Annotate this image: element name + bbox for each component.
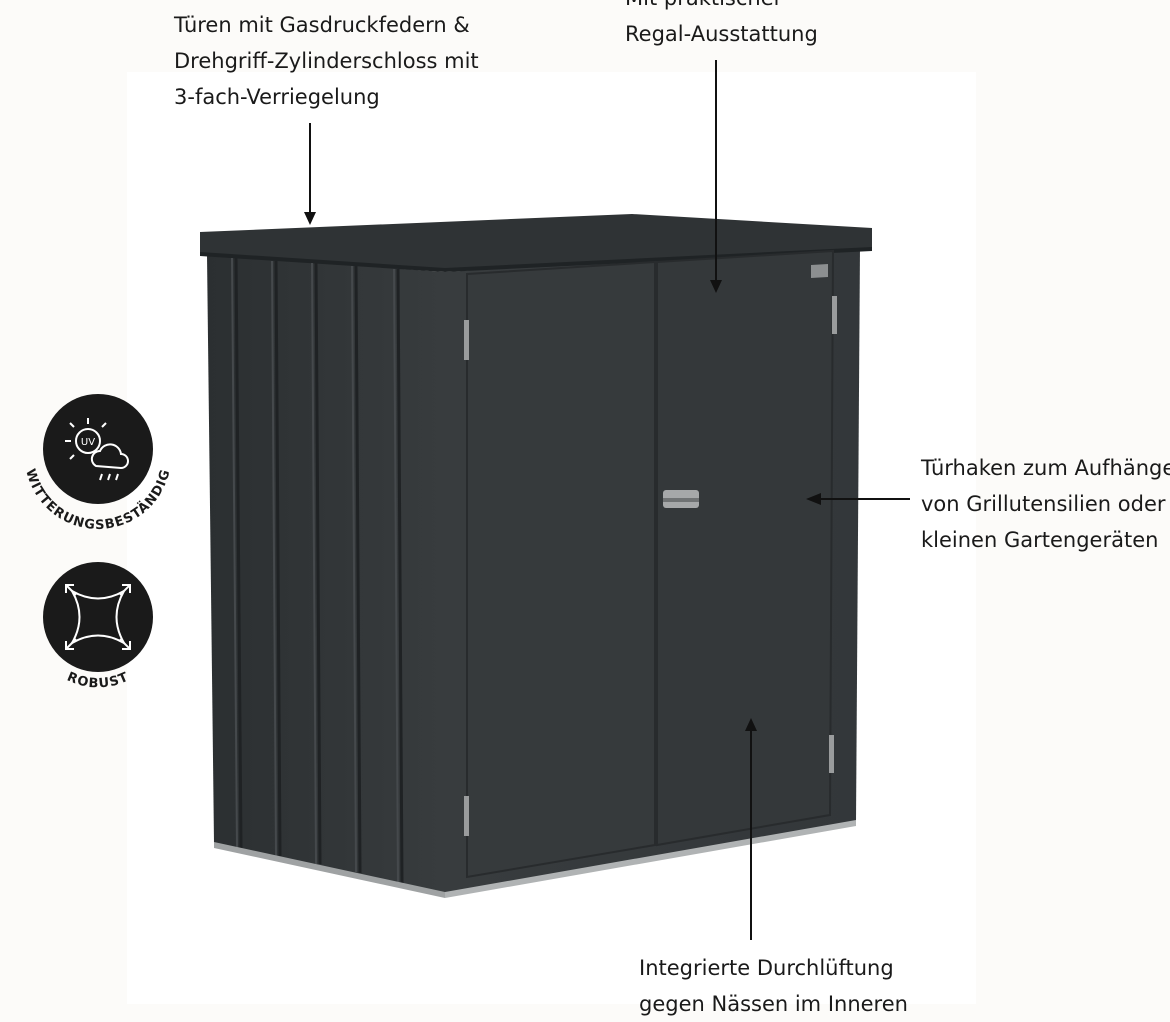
- uv-sun-cloud-icon: [65, 418, 129, 481]
- badge-robust: ROBUST: [43, 562, 153, 692]
- shed-roof-edge: [200, 247, 872, 272]
- callout-doors-line: Türen mit Gasdruckfedern &: [174, 13, 470, 37]
- arrow-shelf: [710, 60, 722, 293]
- callout-arrows: [304, 60, 910, 940]
- callout-doors-line: 3-fach-Verriegelung: [174, 85, 380, 109]
- arrow-doors: [304, 123, 316, 225]
- callout-doors: Türen mit Gasdruckfedern & Drehgriff-Zyl…: [174, 7, 479, 115]
- callout-ventilation-line: gegen Nässen im Inneren: [639, 992, 908, 1016]
- right-door: [656, 249, 835, 847]
- robust-square-arrows-icon: [65, 584, 131, 650]
- arrow-hooks: [806, 493, 910, 505]
- arrow-ventilation: [745, 718, 757, 940]
- callout-shelf: Mit praktischer Regal-Ausstattung: [625, 0, 818, 52]
- badge-robust-circle: [43, 562, 153, 672]
- storage-shed: [200, 214, 872, 898]
- callout-hooks-line: von Grillutensilien oder: [921, 492, 1166, 516]
- callout-ventilation: Integrierte Durchlüftung gegen Nässen im…: [639, 950, 908, 1022]
- hinge-upper-left: [464, 320, 469, 360]
- shed-side-panel: [207, 255, 445, 894]
- uv-icon-text: UV: [81, 437, 95, 448]
- badge-robust-label: ROBUST: [65, 670, 132, 692]
- callout-shelf-line: Mit praktischer: [625, 0, 818, 16]
- shed-base-trim: [214, 842, 445, 898]
- callout-hooks-line: Türhaken zum Aufhängen: [921, 456, 1170, 480]
- left-door: [466, 260, 656, 879]
- callout-doors-line: Drehgriff-Zylinderschloss mit: [174, 49, 479, 73]
- callout-ventilation-line: Integrierte Durchlüftung: [639, 956, 894, 980]
- callout-shelf-line: Regal-Ausstattung: [625, 22, 818, 46]
- hinge-lower-right: [829, 735, 834, 773]
- hinge-upper-right: [832, 296, 837, 334]
- brand-plate: [811, 264, 828, 278]
- hinge-lower-left: [464, 796, 469, 836]
- callout-hooks-line: kleinen Gartengeräten: [921, 528, 1159, 552]
- shed-side-ribs: [234, 257, 404, 884]
- callout-hooks: Türhaken zum Aufhängen von Grillutensili…: [921, 450, 1170, 558]
- badge-weather-resistant: UV WITTERUNGSBESTÄNDIG: [22, 394, 173, 533]
